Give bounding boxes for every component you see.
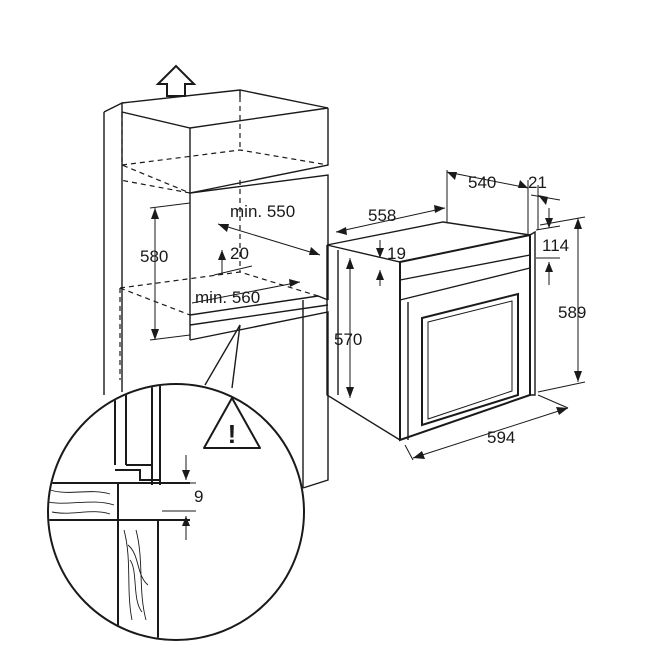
dimension-oven-body-height: 570 xyxy=(334,258,362,398)
cabinet-height-label: 580 xyxy=(140,247,168,266)
dimension-min-depth: min. 560 xyxy=(191,279,301,307)
top-offset-label: 19 xyxy=(387,244,406,263)
warning-icon: ! xyxy=(203,397,261,449)
oven-width-label: 594 xyxy=(487,428,515,447)
dimension-min-width: min. 550 xyxy=(217,202,321,256)
tall-cabinet xyxy=(103,89,329,489)
detail-circle xyxy=(47,383,305,641)
panel-height-label: 114 xyxy=(542,236,569,255)
dimension-cabinet-height: 580 xyxy=(140,202,191,341)
dimension-oven-total-depth: 558 xyxy=(335,205,446,235)
front-thickness-label: 21 xyxy=(528,173,547,192)
dimension-front-thickness: 21 xyxy=(528,173,561,230)
oven-height-label: 589 xyxy=(558,303,586,322)
min-depth-label: min. 560 xyxy=(195,288,260,307)
airflow-up-arrow-icon xyxy=(155,64,197,97)
detail-magnifier: 9 xyxy=(47,324,305,641)
dimension-oven-body-depth: 540 xyxy=(446,170,529,235)
dimension-oven-height: 589 xyxy=(537,216,586,393)
dimension-top-offset: 19 xyxy=(376,240,406,286)
built-in-oven xyxy=(326,221,536,442)
dimension-panel-height: 114 xyxy=(535,208,569,285)
clearance-label: 20 xyxy=(230,244,249,263)
dimension-oven-width: 594 xyxy=(404,394,569,461)
oven-body-depth-label: 540 xyxy=(468,173,496,192)
dimension-clearance: 20 xyxy=(213,244,253,276)
oven-total-depth-label: 558 xyxy=(368,206,396,225)
oven-body-height-label: 570 xyxy=(334,330,362,349)
min-width-label: min. 550 xyxy=(230,202,295,221)
detail-gap-label: 9 xyxy=(194,487,203,506)
warning-symbol: ! xyxy=(228,419,237,449)
